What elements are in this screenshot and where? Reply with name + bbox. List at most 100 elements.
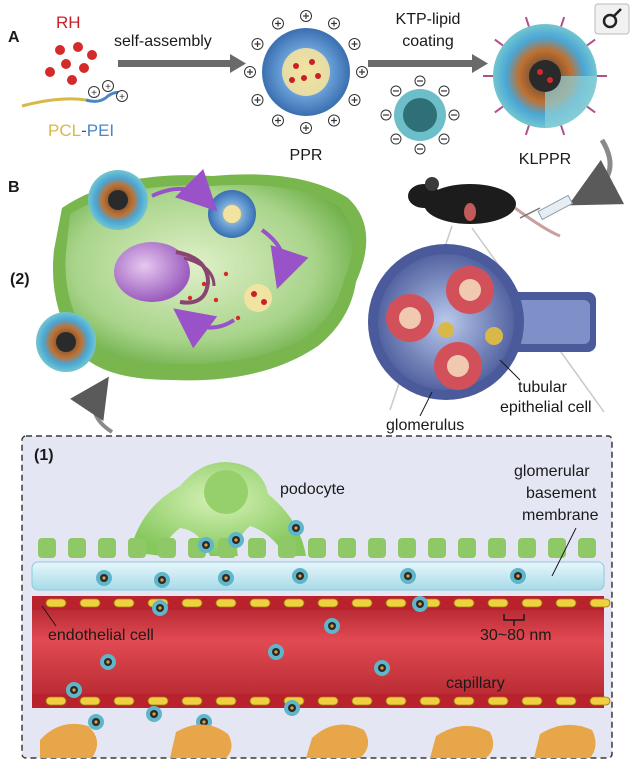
nanoparticle xyxy=(292,568,308,584)
negative-charge-icon xyxy=(448,109,460,121)
foot-process xyxy=(68,538,86,558)
positive-charge-icon xyxy=(251,38,264,50)
endothelial-cell xyxy=(147,696,169,706)
foot-process xyxy=(458,538,476,558)
ppr-label: PPR xyxy=(290,147,323,164)
podocyte-label: podocyte xyxy=(280,481,345,498)
klppr-nanoparticle xyxy=(493,24,597,128)
foot-process xyxy=(158,538,176,558)
nanoparticle xyxy=(228,532,244,548)
endothelial-cell xyxy=(113,696,135,706)
positive-charge-icon xyxy=(300,122,312,134)
positive-charge-icon xyxy=(251,94,264,106)
ktp-ligand xyxy=(586,38,596,47)
endothelial-cell xyxy=(249,696,271,706)
endothelial-cell xyxy=(487,598,509,608)
nanoparticle xyxy=(100,654,116,670)
glomerulus-pointer xyxy=(419,391,433,417)
endothelial-cell xyxy=(589,598,611,608)
capillary xyxy=(32,596,604,708)
nanoparticle xyxy=(96,570,112,586)
uptake-arrow xyxy=(151,168,218,212)
foot-process xyxy=(398,538,416,558)
panel-b-letter: B xyxy=(8,179,20,196)
foot-process xyxy=(368,538,386,558)
ktp-ligand xyxy=(524,16,530,27)
endothelial-cell xyxy=(215,696,237,706)
positive-charge-icon xyxy=(272,114,284,127)
pore-size-label: 30~80 nm xyxy=(480,627,552,644)
endothelial-pointer xyxy=(41,605,57,627)
nanoparticle xyxy=(152,600,168,616)
ktp-ligand xyxy=(586,105,596,114)
endothelial-cell xyxy=(113,598,135,608)
gbm-label-line3: membrane xyxy=(522,507,599,524)
foot-process xyxy=(488,538,506,558)
endothelial-cell xyxy=(181,598,203,608)
nanoparticle xyxy=(400,568,416,584)
nanoparticle xyxy=(88,714,104,730)
svg-text:+: + xyxy=(119,92,125,103)
released-rh-dots xyxy=(187,271,241,321)
endothelial-cell xyxy=(589,696,611,706)
negative-charge-icon xyxy=(390,85,402,97)
positive-charge-icon xyxy=(328,114,340,127)
endothelial-cell xyxy=(215,598,237,608)
svg-text:+: + xyxy=(91,88,97,99)
endothelial-cell xyxy=(385,696,407,706)
nanoparticle xyxy=(374,660,390,676)
gbm-label-line2: basement xyxy=(526,485,597,502)
endothelial-cell xyxy=(79,696,101,706)
negative-charge-icon xyxy=(380,109,392,121)
endothelial-cell xyxy=(45,598,67,608)
pore-size-bracket xyxy=(503,614,525,626)
ktp-negative-charges xyxy=(380,75,460,155)
nanoparticle xyxy=(198,537,214,553)
ktp-ligand xyxy=(560,125,566,136)
positive-charge-icon xyxy=(356,66,368,78)
rh-molecules xyxy=(45,42,97,85)
ktp-lipid-vesicle xyxy=(394,89,446,141)
circulating-nanoparticles xyxy=(66,520,526,730)
foot-process xyxy=(38,538,56,558)
nucleus xyxy=(114,242,216,305)
foot-process xyxy=(128,538,146,558)
endothelial-cell xyxy=(487,696,509,706)
tubular-pointer xyxy=(499,359,521,381)
exiting-particle xyxy=(36,312,96,372)
endothelial-cell xyxy=(555,696,577,706)
cell-entry-particle xyxy=(88,170,148,230)
endothelial-cell xyxy=(419,696,441,706)
endothelial-cell xyxy=(351,696,373,706)
foot-process xyxy=(578,538,596,558)
female-symbol-icon xyxy=(594,3,630,35)
dash-label: - xyxy=(81,121,87,140)
release-arrow xyxy=(260,228,309,290)
endothelial-cell xyxy=(45,696,67,706)
mouse-illustration xyxy=(408,177,561,238)
nanoparticle xyxy=(324,618,340,634)
nanoparticle xyxy=(284,700,300,716)
step-1-marker: (1) xyxy=(34,447,54,464)
glomerulus-label: glomerulus xyxy=(386,417,464,434)
rh-label: RH xyxy=(56,13,81,32)
ktp-ligand xyxy=(560,16,566,27)
foot-process xyxy=(518,538,536,558)
foot-process xyxy=(248,538,266,558)
ktp-lipid-label: KTP-lipid xyxy=(396,11,461,28)
negative-charge-icon xyxy=(390,133,402,145)
interstitial-cells xyxy=(40,723,596,758)
nanoparticle xyxy=(510,568,526,584)
foot-process xyxy=(278,538,296,558)
injection-arrow xyxy=(568,138,625,206)
foot-process xyxy=(338,538,356,558)
gbm-label-line1: glomerular xyxy=(514,463,590,480)
negative-charge-icon xyxy=(414,143,426,155)
transcytosis-arrow xyxy=(70,376,114,434)
endothelial-cells xyxy=(45,598,611,706)
positive-charge-icon xyxy=(244,66,256,78)
pcl-label: PCL xyxy=(48,121,81,140)
tubular-label-line1: tubular xyxy=(518,379,568,396)
svg-text:+: + xyxy=(105,82,111,93)
